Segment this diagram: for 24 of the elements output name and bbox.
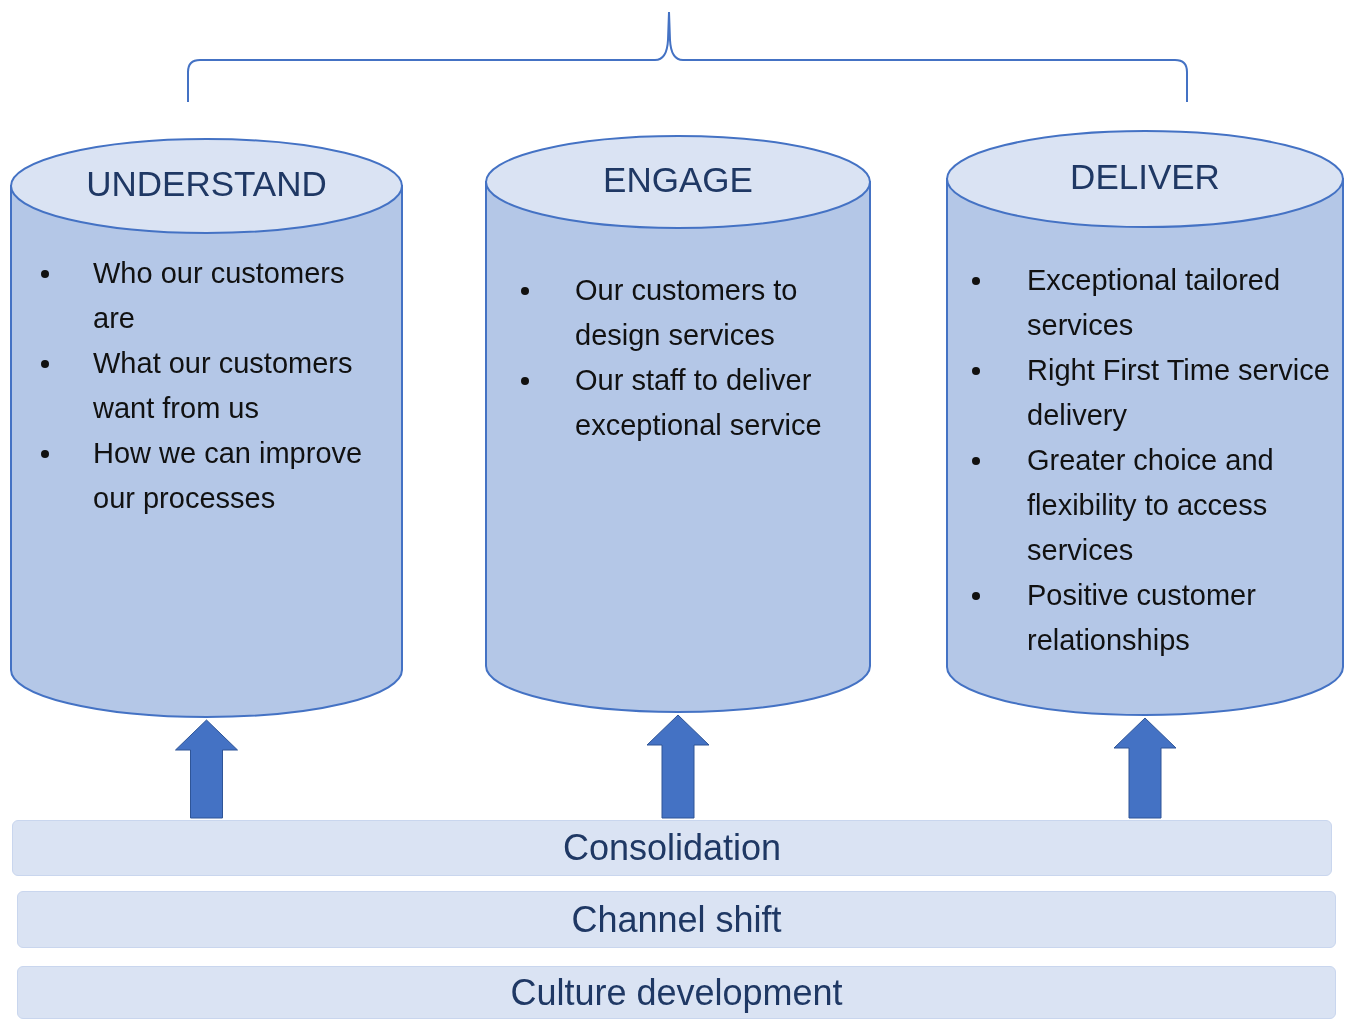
layer-band	[17, 891, 1336, 948]
cylinder-heading: ENGAGE	[602, 160, 754, 200]
cylinder	[485, 135, 871, 713]
band-label: Channel shift	[571, 898, 782, 941]
cylinder-heading: UNDERSTAND	[85, 164, 328, 204]
bullet-item: How we can improve our processes	[93, 436, 364, 516]
bullet-item: Right First Time service delivery	[1027, 353, 1331, 433]
cylinder	[946, 130, 1344, 716]
bullet-item: Our staff to deliver exceptional service	[575, 363, 823, 443]
bullet-item: Exceptional tailored services	[1027, 263, 1282, 343]
bullet-item: Greater choice and flexibility to access services	[1027, 443, 1275, 568]
bullet-item: Our customers to design services	[575, 273, 799, 353]
bullet-item: What our customers want from us	[93, 346, 354, 426]
block-arrow	[1113, 717, 1177, 819]
band-label: Culture development	[510, 971, 843, 1014]
layer-band	[17, 966, 1336, 1019]
block-arrow	[646, 714, 710, 819]
bullet-item: Who our customers are	[93, 256, 346, 336]
block-arrow	[175, 719, 238, 819]
cylinder	[10, 138, 403, 718]
layer-band	[12, 820, 1332, 876]
bullet-item: Positive customer relationships	[1027, 578, 1257, 658]
band-label: Consolidation	[562, 827, 782, 869]
cylinder-heading: DELIVER	[1069, 157, 1221, 197]
